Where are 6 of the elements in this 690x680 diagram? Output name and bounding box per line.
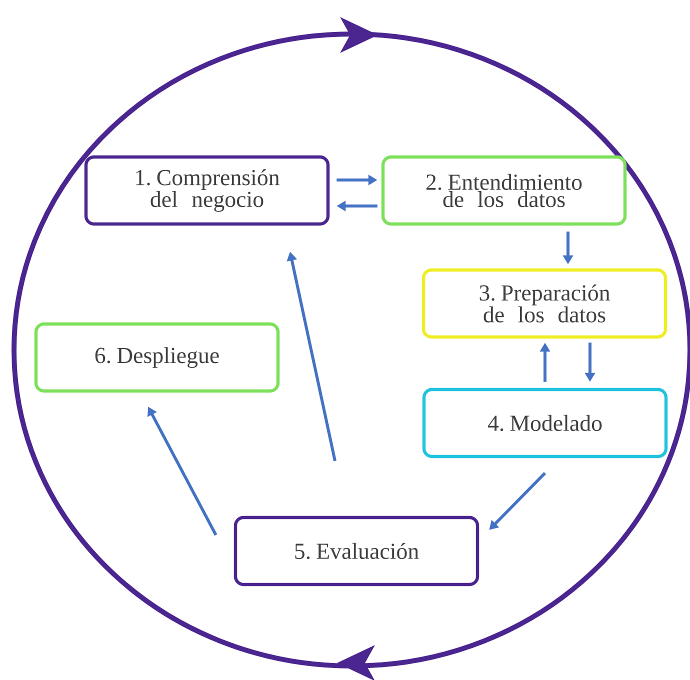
step-box: 4. Modelado xyxy=(422,388,668,458)
step-box: 2. Entendimiento de los datos xyxy=(381,155,627,226)
step-box: 1. Comprensión del negocio xyxy=(84,155,330,226)
step-box: 5. Evaluación xyxy=(234,516,480,586)
step-box: 6. Despliegue xyxy=(34,322,280,393)
step-box: 3. Preparación de los datos xyxy=(422,268,668,339)
